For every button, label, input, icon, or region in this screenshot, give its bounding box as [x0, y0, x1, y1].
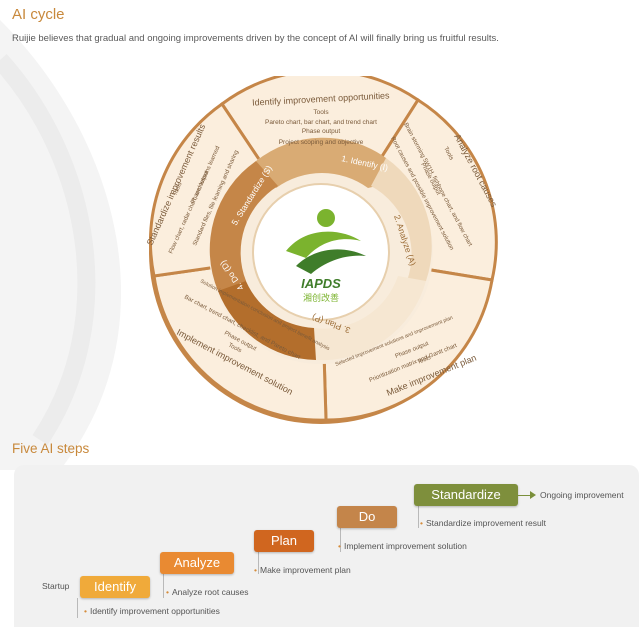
- step-identify-desc: •Identify improvement opportunities: [84, 606, 220, 616]
- arrow-identify: [256, 137, 398, 188]
- arrow-analyze: [371, 158, 432, 288]
- stair-line-2: [163, 574, 164, 598]
- stair-line-4: [340, 528, 341, 552]
- step-standardize-desc: •Standardize improvement result: [420, 518, 546, 528]
- step-plan-desc: •Make improvement plan: [254, 565, 351, 575]
- step-plan-button[interactable]: Plan: [254, 530, 314, 552]
- step-identify-button[interactable]: Identify: [80, 576, 150, 598]
- ai-cycle-diagram: IAPDS 湘创改善 1. Identify (I) 2. Analyze (A…: [145, 76, 499, 424]
- arrow-standardize: [209, 161, 278, 291]
- svg-text:Project scoping and objective: Project scoping and objective: [279, 139, 364, 146]
- svg-text:Tools: Tools: [172, 182, 183, 197]
- ongoing-arrow-line: [518, 495, 532, 496]
- intro-text: Ruijie believes that gradual and ongoing…: [12, 33, 499, 44]
- page-title: AI cycle: [12, 6, 65, 23]
- step-standardize-button[interactable]: Standardize: [414, 484, 518, 506]
- step-analyze-button[interactable]: Analyze: [160, 552, 234, 574]
- stair-line-3: [258, 552, 259, 574]
- svg-text:Pareto chart, bar chart, and t: Pareto chart, bar chart, and trend chart: [265, 119, 377, 126]
- steps-title: Five AI steps: [12, 441, 90, 456]
- step-analyze-desc: •Analyze root causes: [166, 587, 249, 597]
- svg-text:Tools: Tools: [227, 342, 242, 354]
- stair-line-5: [418, 505, 419, 528]
- step-do-button[interactable]: Do: [337, 506, 397, 528]
- ongoing-improvement-label: Ongoing improvement: [540, 490, 624, 500]
- step-do-desc: •Implement improvement solution: [338, 541, 467, 551]
- svg-text:Tools: Tools: [442, 146, 454, 161]
- logo-icon: [286, 209, 366, 274]
- arrow-do: [218, 276, 316, 360]
- svg-text:Phase output: Phase output: [302, 128, 341, 135]
- inner-arrows: [209, 137, 432, 361]
- logo-subtext: 湘创改善: [303, 292, 339, 304]
- stair-line-1: [77, 598, 78, 618]
- arrow-right-icon: [530, 491, 536, 499]
- logo-text: IAPDS: [301, 276, 341, 291]
- startup-label: Startup: [42, 581, 70, 591]
- arrow-plan: [306, 276, 426, 361]
- svg-text:Tools: Tools: [313, 109, 329, 116]
- svg-text:Tools: Tools: [417, 355, 432, 366]
